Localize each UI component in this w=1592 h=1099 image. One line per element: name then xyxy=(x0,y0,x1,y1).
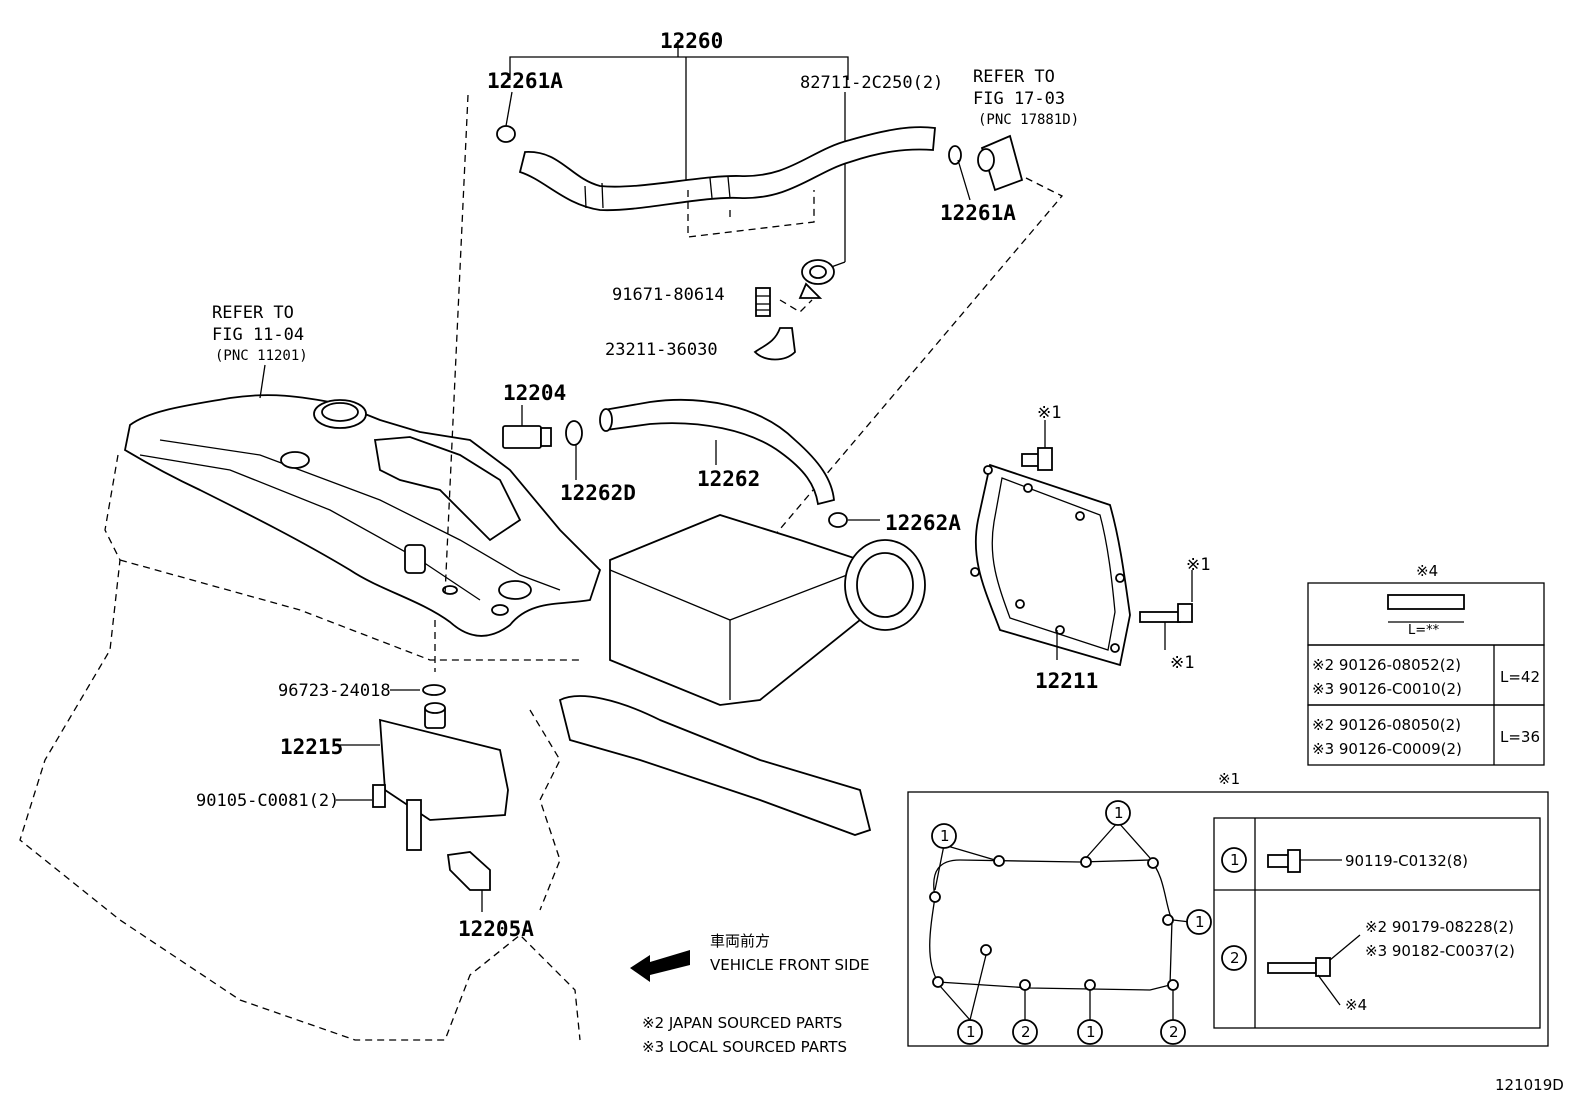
diagram-id: 121019D xyxy=(1495,1076,1564,1094)
refer-11-line2: FIG 11-04 xyxy=(212,325,304,345)
note-local-sourced: ※3 LOCAL SOURCED PARTS xyxy=(642,1038,847,1056)
label-12215: 12215 xyxy=(280,735,343,759)
marker-1b: 1 xyxy=(1114,804,1124,822)
marker-1c: 1 xyxy=(1195,913,1205,931)
hose-12262 xyxy=(603,399,835,506)
stud-table-text: ※4 L=** ※2 90126-08052(2) ※3 90126-C0010… xyxy=(1312,562,1540,758)
mark-1-low: ※1 xyxy=(1170,653,1194,673)
legend-num-1: 1 xyxy=(1230,851,1240,869)
front-label-jp: 車両前方 xyxy=(710,932,770,950)
refer-11-line1: REFER TO xyxy=(212,303,294,323)
detail-header: ※1 xyxy=(1218,770,1240,788)
front-label-en: VEHICLE FRONT SIDE xyxy=(710,956,870,974)
mark-1-right: ※1 xyxy=(1186,555,1210,575)
union-12205a xyxy=(446,851,491,891)
clip-12262d xyxy=(565,420,583,446)
hose-12260 xyxy=(518,126,936,212)
label-12211: 12211 xyxy=(1035,669,1098,693)
legend-part-1: 90119-C0132(8) xyxy=(1345,852,1468,870)
stud-icon xyxy=(1387,594,1465,610)
label-12262: 12262 xyxy=(697,467,760,491)
label-82711: 82711-2C250(2) xyxy=(800,73,943,93)
stud-90179-icon xyxy=(1267,962,1317,974)
label-23211: 23211-36030 xyxy=(605,340,718,360)
marker-2a: 2 xyxy=(1021,1023,1031,1041)
intake-chamber xyxy=(529,514,926,911)
connector-17881d xyxy=(980,134,1024,192)
label-12262d: 12262D xyxy=(560,481,636,505)
note-japan-sourced: ※2 JAPAN SOURCED PARTS xyxy=(642,1014,842,1032)
bolt-detail-box xyxy=(907,791,1549,1047)
marker-1d: 1 xyxy=(966,1023,976,1041)
refer-17-line1: REFER TO xyxy=(973,67,1055,87)
stud-table-header: ※4 xyxy=(1416,562,1438,580)
bolt-91671 xyxy=(755,287,771,317)
stud-row1-line1: ※2 90126-08052(2) xyxy=(1312,656,1461,674)
stud-length-table xyxy=(1307,582,1545,766)
pcv-valve-12204 xyxy=(502,425,542,449)
o-ring-96723 xyxy=(422,684,446,696)
bracket-23211 xyxy=(753,327,796,361)
legend-part-2-note: ※4 xyxy=(1345,996,1367,1014)
label-12204: 12204 xyxy=(503,381,566,405)
marker-1e: 1 xyxy=(1086,1023,1096,1041)
clip-12261a-top xyxy=(496,125,516,143)
stud-length-label: L=** xyxy=(1408,623,1440,638)
engine-head-cover xyxy=(19,394,602,1041)
mark-1-top: ※1 xyxy=(1037,403,1061,423)
label-12262a: 12262A xyxy=(885,511,961,535)
stud-row1-line2: ※3 90126-C0010(2) xyxy=(1312,680,1462,698)
bolt-90119-icon xyxy=(1267,854,1291,868)
stud-row2-length: L=36 xyxy=(1500,728,1540,746)
oil-separator-12215 xyxy=(379,718,509,821)
legend-num-2: 2 xyxy=(1230,949,1240,967)
label-12261a-top: 12261A xyxy=(487,69,563,93)
vehicle-front-arrow-icon xyxy=(630,950,690,982)
clip-12261a-right xyxy=(948,145,962,165)
marker-1a: 1 xyxy=(940,827,950,845)
label-12205a: 12205A xyxy=(458,917,534,941)
hose-12260-group xyxy=(496,40,1064,536)
refer-17-line3: (PNC 17881D) xyxy=(978,112,1079,128)
part-labels: 12260 12261A 82711-2C250(2) REFER TO FIG… xyxy=(196,29,1564,1094)
clip-12262a xyxy=(828,512,848,528)
gasket-12211 xyxy=(970,420,1193,667)
stud-row2-line1: ※2 90126-08050(2) xyxy=(1312,716,1461,734)
refer-17-line2: FIG 17-03 xyxy=(973,89,1065,109)
marker-2b: 2 xyxy=(1169,1023,1179,1041)
refer-11-line3: (PNC 11201) xyxy=(215,348,308,364)
label-96723: 96723-24018 xyxy=(278,681,391,701)
bolt-90105 xyxy=(372,784,386,808)
label-12261a-right: 12261A xyxy=(940,201,1016,225)
label-12260: 12260 xyxy=(660,29,723,53)
legend-part-2-line2: ※3 90182-C0037(2) xyxy=(1365,942,1515,960)
detail-text: ※1 1 90119-C0132(8) 2 ※2 90179-08228(2) … xyxy=(940,770,1515,1041)
stud-row2-line2: ※3 90126-C0009(2) xyxy=(1312,740,1462,758)
oil-separator-group xyxy=(336,684,509,912)
legend-part-2-line1: ※2 90179-08228(2) xyxy=(1365,918,1514,936)
label-90105: 90105-C0081(2) xyxy=(196,791,339,811)
label-91671: 91671-80614 xyxy=(612,285,725,305)
stud-row1-length: L=42 xyxy=(1500,668,1540,686)
hose-12262-group xyxy=(502,399,880,528)
